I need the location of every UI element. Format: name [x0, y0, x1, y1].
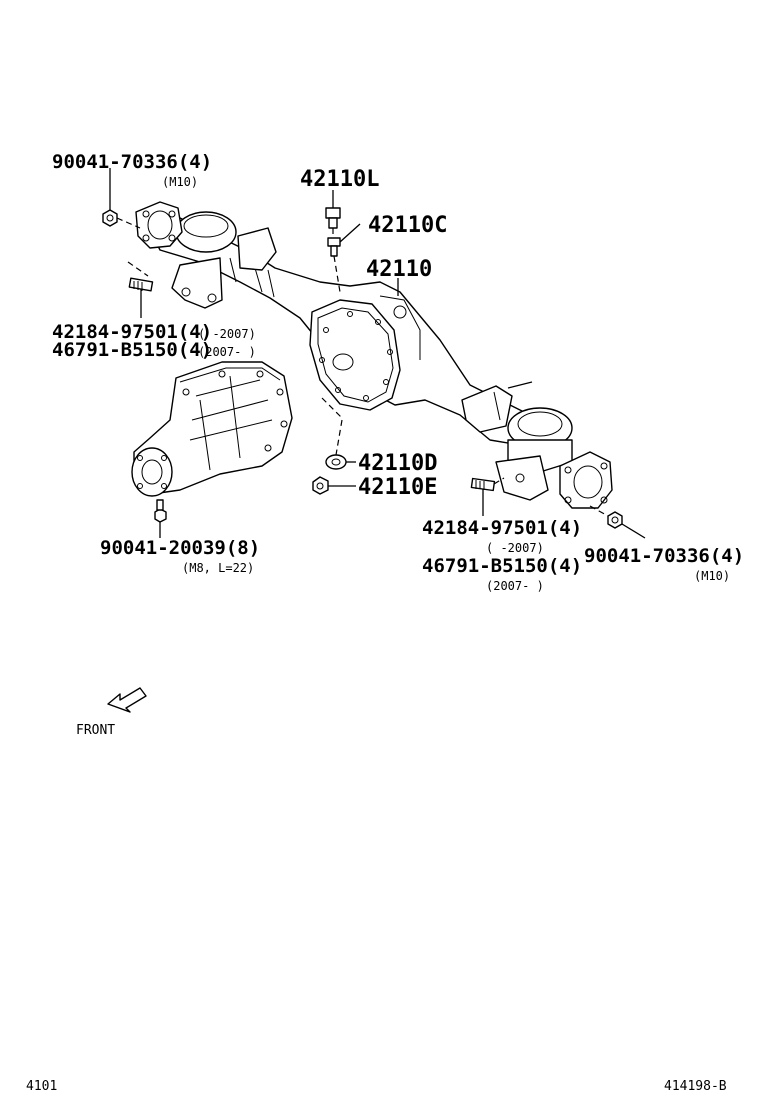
page-number: 4101	[26, 1079, 57, 1094]
callout-bolt-carrier: 90041-20039(8)	[100, 537, 260, 559]
callout-stud-right-years: ( -2007)	[486, 541, 544, 555]
callout-stud-right: 42184-97501(4)	[422, 517, 582, 539]
callout-stud-left: 42184-97501(4)	[52, 321, 212, 343]
axle-housing-drawing	[135, 201, 613, 509]
callout-breather: 42110C	[368, 213, 447, 238]
figure-id: 414198-B	[664, 1079, 727, 1094]
differential-carrier-drawing	[131, 361, 293, 497]
callout-bolt-carrier-spec: (M8, L=22)	[182, 561, 254, 575]
callout-housing: 42110	[366, 257, 432, 282]
nut-top-left-drawing	[102, 209, 118, 227]
front-direction-label: FRONT	[76, 723, 115, 738]
front-direction-arrow-icon	[107, 687, 147, 713]
callout-stud-left-alt: 46791-B5150(4)	[52, 339, 212, 361]
nut-right-drawing	[607, 511, 623, 529]
vent-plug-top-drawing	[325, 207, 341, 229]
carrier-bolt-drawing	[154, 499, 167, 523]
drain-plug-drawing	[312, 476, 329, 495]
callout-plug-top: 42110L	[300, 167, 379, 192]
callout-nut-top-left-spec: (M10)	[162, 175, 198, 189]
stud-right-drawing	[470, 477, 496, 492]
breather-drawing	[327, 237, 341, 257]
callout-stud-left-years: ( -2007)	[198, 327, 256, 341]
callout-stud-left-alt-years: (2007- )	[198, 345, 256, 359]
stud-left-drawing	[128, 277, 154, 292]
callout-stud-right-alt-years: (2007- )	[486, 579, 544, 593]
callout-drain-plug: 42110E	[358, 475, 437, 500]
callout-gasket: 42110D	[358, 451, 437, 476]
callout-nut-right-spec: (M10)	[694, 569, 730, 583]
callout-nut-top-left: 90041-70336(4)	[52, 151, 212, 173]
callout-nut-right: 90041-70336(4)	[584, 545, 744, 567]
gasket-drawing	[325, 454, 347, 470]
leader-lines	[109, 168, 646, 539]
callout-stud-right-alt: 46791-B5150(4)	[422, 555, 582, 577]
